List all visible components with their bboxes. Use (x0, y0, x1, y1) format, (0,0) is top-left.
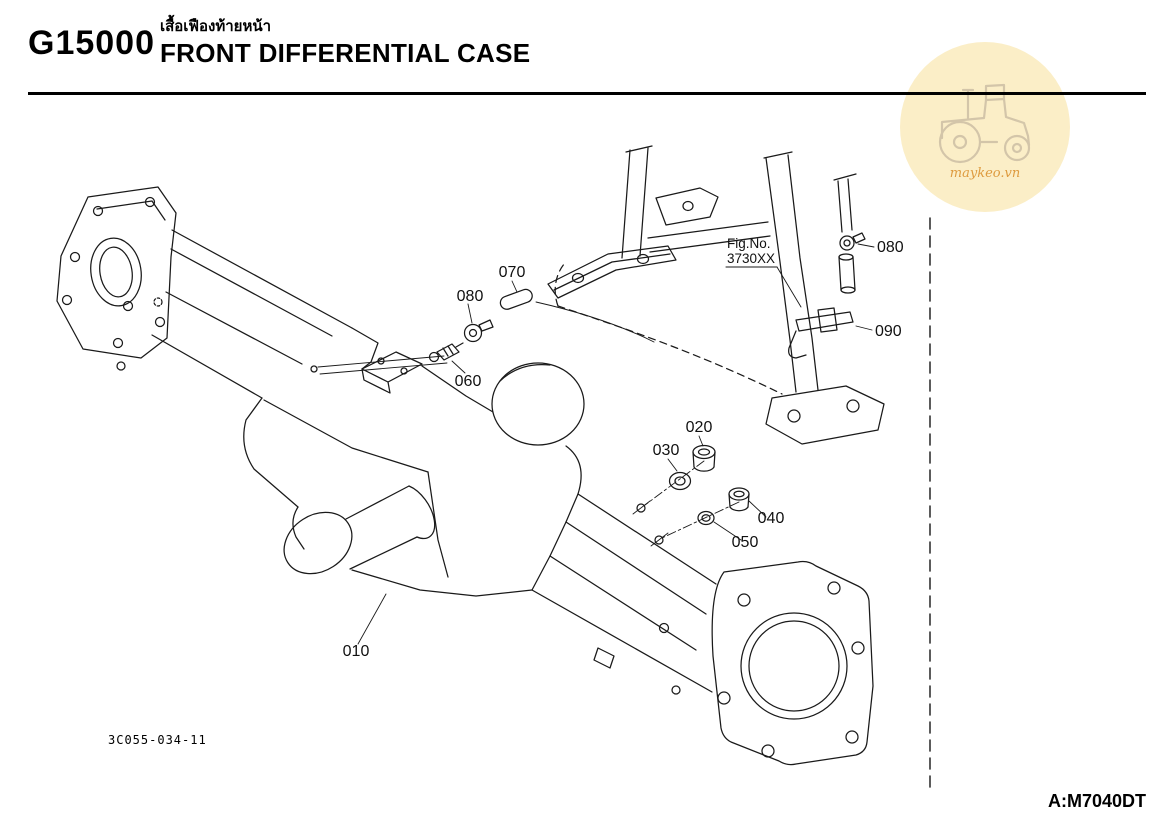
callout-030: 030 (653, 442, 680, 459)
callout-010: 010 (343, 643, 370, 660)
callout-labels: 080 070 060 020 030 040 050 010 080 090 … (343, 236, 904, 660)
axle-housing-drawing (56, 186, 874, 766)
section-code: G15000 (28, 24, 155, 62)
support-frame-drawing (547, 145, 885, 445)
fig-ref-value: 3730XX (727, 251, 775, 266)
title-thai: เสื้อเฟืองท้ายหน้า (160, 18, 272, 35)
callout-080-right: 080 (877, 239, 904, 256)
band-clamp-090 (795, 311, 854, 332)
washer-050 (697, 510, 715, 526)
header-rule (28, 92, 1146, 95)
fig-ref-label: Fig.No. (727, 236, 771, 251)
callout-040: 040 (758, 510, 785, 527)
watermark: maykeo.vn (900, 42, 1070, 212)
breather-parts-drawing (317, 288, 655, 375)
callout-090: 090 (875, 323, 902, 340)
callout-080-upper: 080 (457, 288, 484, 305)
washer-030 (668, 471, 692, 491)
callout-070: 070 (499, 264, 526, 281)
tube-070 (499, 288, 533, 310)
callout-060: 060 (455, 373, 482, 390)
drawing-number: 3C055-034-11 (108, 733, 207, 747)
callout-020: 020 (686, 419, 713, 436)
pipe-and-clamps-drawing (788, 173, 866, 359)
watermark-circle (900, 42, 1070, 212)
plug-parts-drawing (644, 444, 750, 539)
page-title: FRONT DIFFERENTIAL CASE (160, 38, 531, 68)
hose-clamp-080 (839, 235, 855, 251)
leader-lines (357, 243, 875, 645)
clamp-080 (463, 323, 483, 343)
watermark-text: maykeo.vn (950, 166, 1020, 181)
plug-020 (692, 444, 716, 460)
callout-050: 050 (732, 534, 759, 551)
plug-040 (728, 487, 750, 501)
model-ref: A:M7040DT (1047, 791, 1146, 811)
